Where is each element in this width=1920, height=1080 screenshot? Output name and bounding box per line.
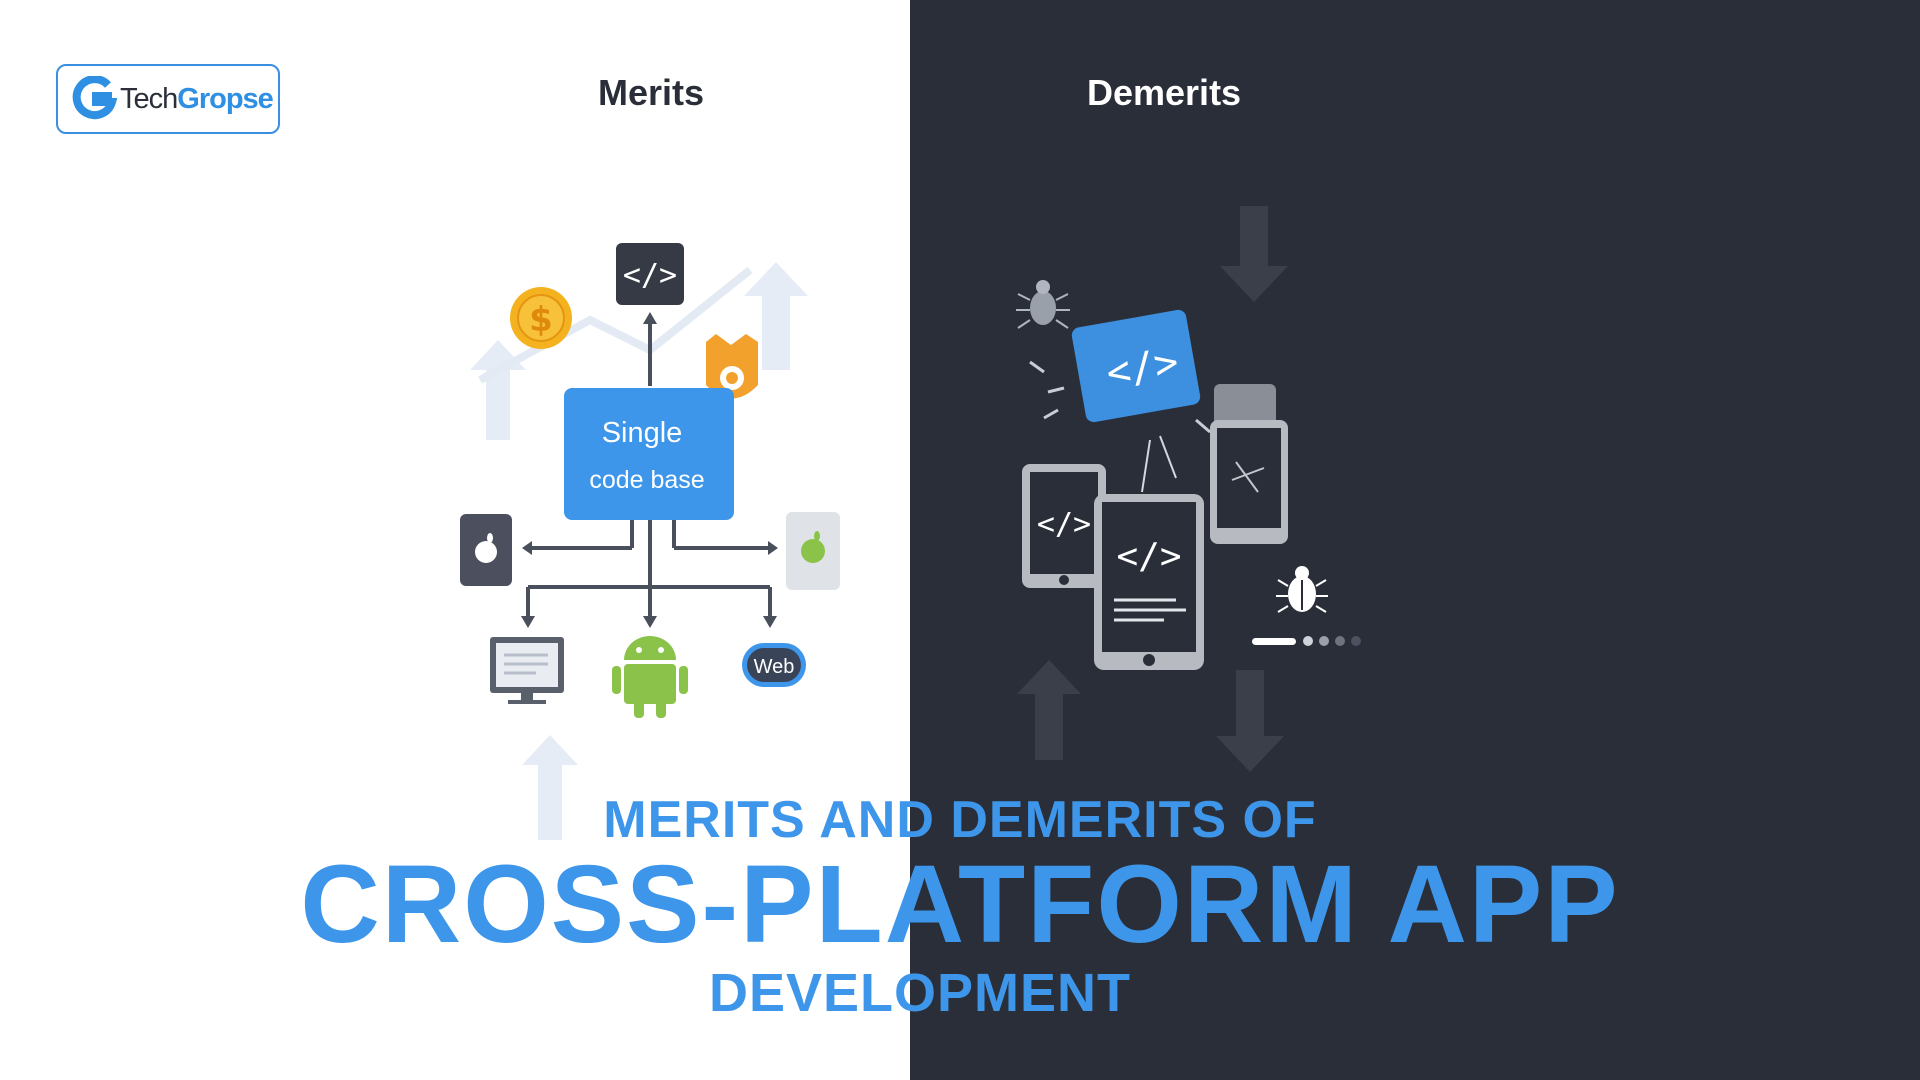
desktop-monitor-icon	[490, 637, 564, 704]
svg-text:Web: Web	[754, 656, 795, 678]
growth-arrows-decor	[470, 262, 808, 840]
svg-text:$: $	[529, 300, 553, 340]
brand-name: TechGropse	[120, 82, 274, 115]
web-badge: Web	[742, 643, 806, 687]
shield-badge-icon	[706, 334, 758, 399]
apple-device-icon	[460, 514, 512, 586]
dollar-coin-icon: $	[510, 287, 572, 349]
apple-green-tablet-icon	[786, 512, 840, 590]
connector-arrowheads	[521, 312, 778, 628]
svg-text:</>: </>	[1037, 507, 1091, 542]
title-line-1: MERITS AND DEMERITS OF	[603, 791, 1317, 849]
title-line-3: DEVELOPMENT	[708, 963, 1132, 1023]
title-line-2: CROSS-PLATFORM APP	[300, 843, 1620, 966]
svg-text:</>: </>	[1116, 536, 1181, 577]
decline-arrows-decor	[1017, 206, 1288, 772]
loading-indicator	[1252, 636, 1361, 646]
bug-icon-white	[1276, 566, 1328, 613]
bug-icon	[1016, 280, 1070, 329]
svg-text:Single: Single	[602, 417, 683, 449]
connector-lines	[526, 318, 772, 620]
merits-panel	[0, 0, 910, 1080]
logo-g-icon	[72, 76, 118, 120]
merits-heading: Merits	[598, 72, 705, 113]
broken-devices-icon: </> </>	[1022, 384, 1288, 670]
svg-text:</>: </>	[623, 258, 677, 293]
code-icon: </>	[616, 243, 684, 305]
broken-code-icon: </>	[1029, 309, 1211, 434]
brand-logo[interactable]: TechGropse	[56, 64, 280, 134]
demerits-heading: Demerits	[1087, 72, 1242, 113]
svg-text:code base: code base	[589, 466, 704, 494]
single-code-base-box: Single code base	[564, 388, 734, 520]
android-icon	[612, 636, 688, 718]
